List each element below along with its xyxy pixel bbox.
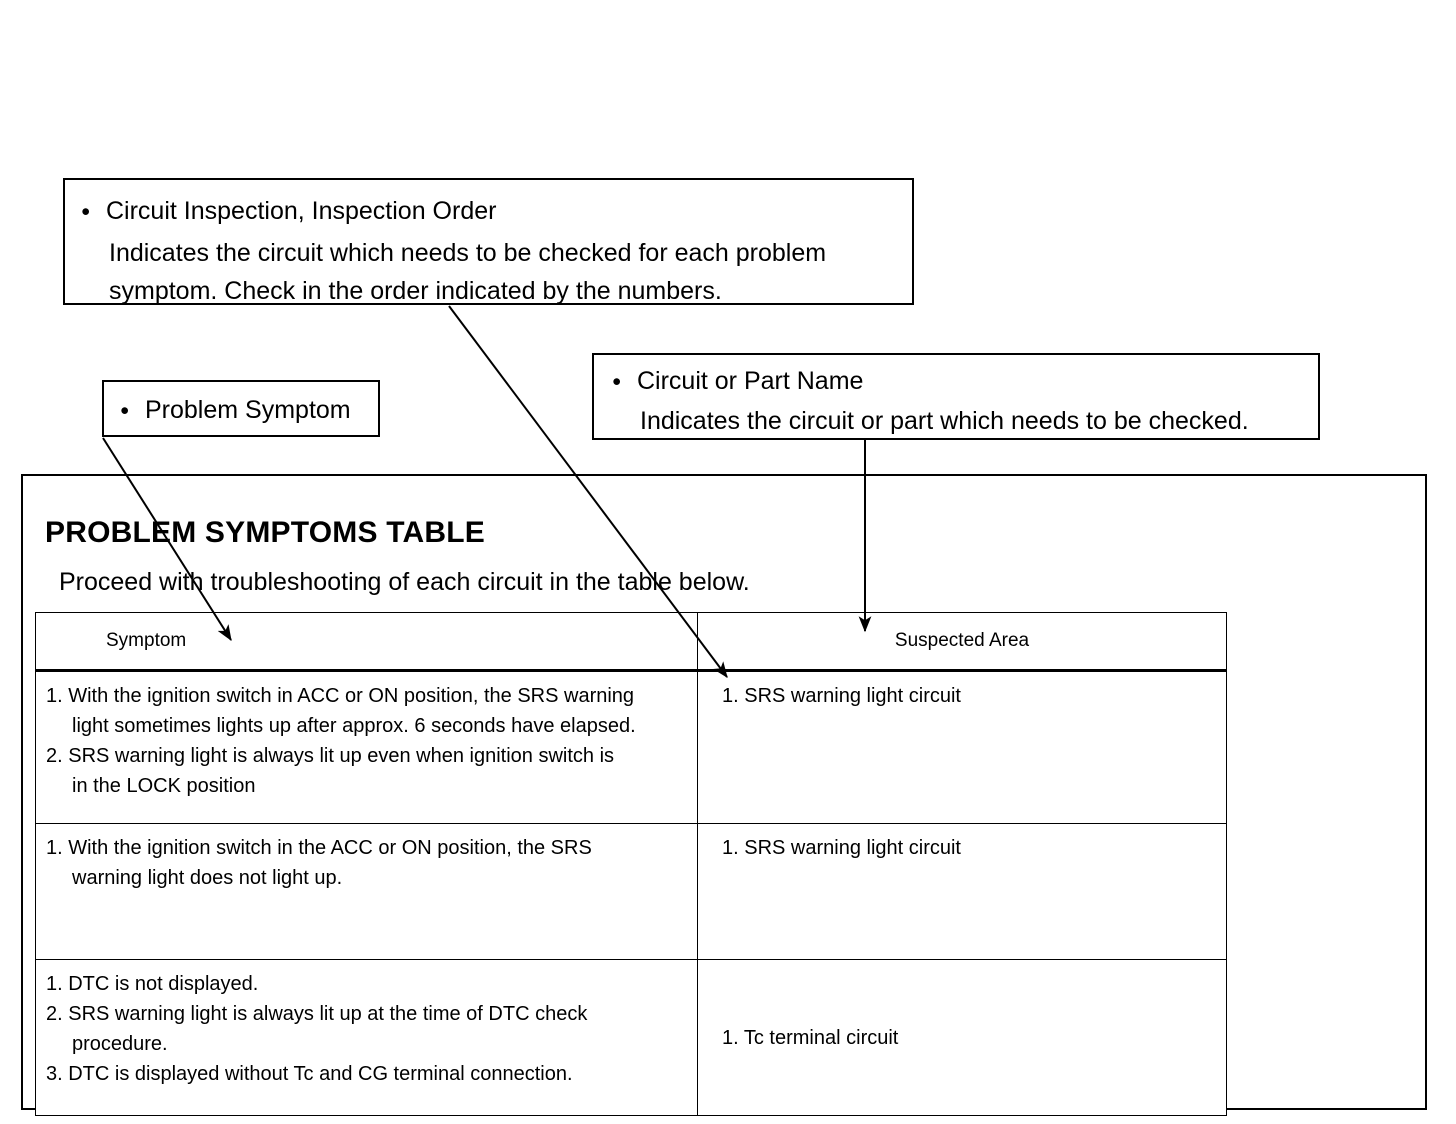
list-item: 1. SRS warning light circuit <box>722 685 961 707</box>
callout-heading-line: Circuit or Part Name <box>612 363 1318 403</box>
callout-problem-symptom: Problem Symptom <box>102 380 380 437</box>
table-row: 1. With the ignition switch in the ACC o… <box>35 823 1227 960</box>
list-item: 1. With the ignition switch in ACC or ON… <box>46 685 635 707</box>
callout-heading-text: Circuit or Part Name <box>637 367 864 395</box>
cell-symptom: 1. DTC is not displayed. 2. SRS warning l… <box>35 959 698 1116</box>
list-item-continuation: procedure. <box>72 1033 168 1055</box>
problem-symptoms-table: Symptom Suspected Area 1. With the ignit… <box>35 612 1227 1116</box>
cell-symptom: 1. With the ignition switch in ACC or ON… <box>35 670 698 824</box>
cell-symptom: 1. With the ignition switch in the ACC o… <box>35 823 698 960</box>
callout-circuit-inspection-order: Circuit Inspection, Inspection Order Ind… <box>63 178 914 305</box>
callout-heading-text: Circuit Inspection, Inspection Order <box>106 197 497 225</box>
list-item: 3. DTC is displayed without Tc and CG te… <box>46 1063 573 1085</box>
callout-body-line-2: symptom. Check in the order indicated by… <box>109 277 722 305</box>
callout-body-line-1: Indicates the circuit or part which need… <box>640 407 1249 435</box>
cell-suspected-area: 1. SRS warning light circuit <box>697 670 1227 824</box>
table-header-row: Symptom Suspected Area <box>35 612 1227 672</box>
list-item: 1. DTC is not displayed. <box>46 973 259 995</box>
bullet-icon <box>612 363 637 403</box>
list-item-continuation: warning light does not light up. <box>72 867 343 889</box>
column-header-suspected-area: Suspected Area <box>697 612 1227 672</box>
list-item-continuation: light sometimes lights up after approx. … <box>72 715 636 737</box>
callout-heading-text: Problem Symptom <box>145 396 351 424</box>
list-item: 1. With the ignition switch in the ACC o… <box>46 837 592 859</box>
callout-body-line-1: Indicates the circuit which needs to be … <box>109 239 827 267</box>
callout-heading-line: Problem Symptom <box>120 382 378 442</box>
callout-circuit-or-part-name: Circuit or Part Name Indicates the circu… <box>592 353 1320 440</box>
list-item: 2. SRS warning light is always lit up at… <box>46 1003 588 1025</box>
cell-suspected-area: 1. Tc terminal circuit <box>697 959 1227 1116</box>
table-row: 1. With the ignition switch in ACC or ON… <box>35 670 1227 824</box>
problem-symptoms-panel: PROBLEM SYMPTOMS TABLE Proceed with trou… <box>21 474 1427 1116</box>
callout-heading-line: Circuit Inspection, Inspection Order <box>81 192 912 234</box>
column-header-symptom: Symptom <box>35 612 698 672</box>
list-item: 2. SRS warning light is always lit up ev… <box>46 745 615 767</box>
list-item: 1. SRS warning light circuit <box>722 837 961 859</box>
bullet-icon <box>81 192 106 234</box>
list-item-continuation: in the LOCK position <box>72 775 256 797</box>
page-title: PROBLEM SYMPTOMS TABLE <box>45 516 485 549</box>
list-item: 1. Tc terminal circuit <box>722 1026 899 1049</box>
table-header: Symptom Suspected Area <box>35 612 1227 672</box>
panel-subtitle: Proceed with troubleshooting of each cir… <box>59 568 750 596</box>
cell-suspected-area: 1. SRS warning light circuit <box>697 823 1227 960</box>
table-body: 1. With the ignition switch in ACC or ON… <box>35 670 1227 1116</box>
table-row: 1. DTC is not displayed. 2. SRS warning l… <box>35 959 1227 1116</box>
bullet-icon <box>120 382 145 442</box>
